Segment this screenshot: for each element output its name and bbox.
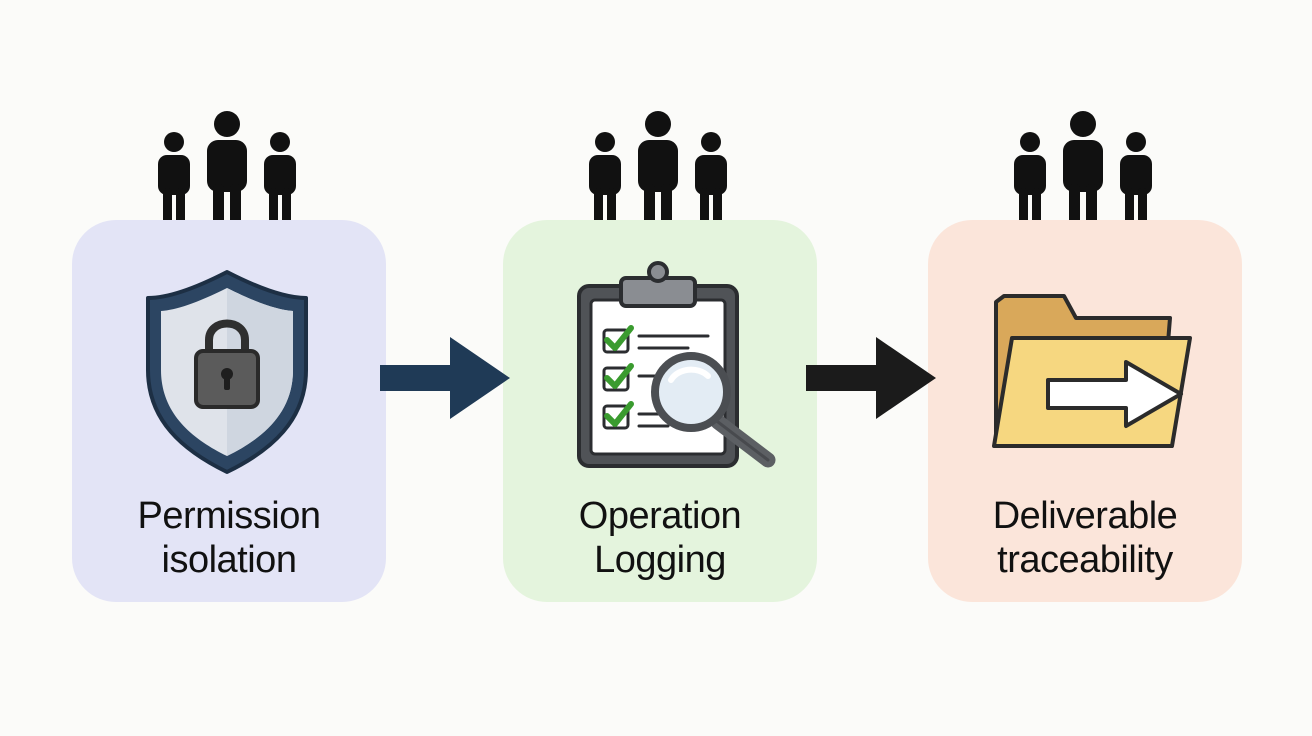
step-label: Permission isolation bbox=[72, 494, 386, 582]
step-label-line: traceability bbox=[997, 539, 1173, 581]
step-label-line: Logging bbox=[594, 539, 726, 581]
step-label-line: Permission bbox=[137, 495, 321, 537]
step-card-deliverable-traceability: Deliverable traceability bbox=[928, 220, 1242, 602]
people-group-icon bbox=[158, 111, 296, 226]
right-arrow-icon bbox=[806, 337, 936, 419]
people-group-icon bbox=[589, 111, 727, 226]
right-arrow-icon bbox=[380, 337, 510, 419]
people-group-icon bbox=[1014, 111, 1152, 226]
clipboard-checklist-magnifier-icon bbox=[577, 261, 776, 468]
step-card-permission-isolation: Permission isolation bbox=[72, 220, 386, 602]
step-label-line: Deliverable bbox=[992, 495, 1178, 537]
step-label-line: isolation bbox=[161, 539, 297, 581]
step-label-line: Operation bbox=[578, 495, 742, 537]
step-card-operation-logging: Operation Logging bbox=[503, 220, 817, 602]
folder-export-arrow-icon bbox=[992, 294, 1192, 448]
step-label: Deliverable traceability bbox=[928, 494, 1242, 582]
shield-lock-icon bbox=[146, 270, 308, 474]
step-label: Operation Logging bbox=[503, 494, 817, 582]
